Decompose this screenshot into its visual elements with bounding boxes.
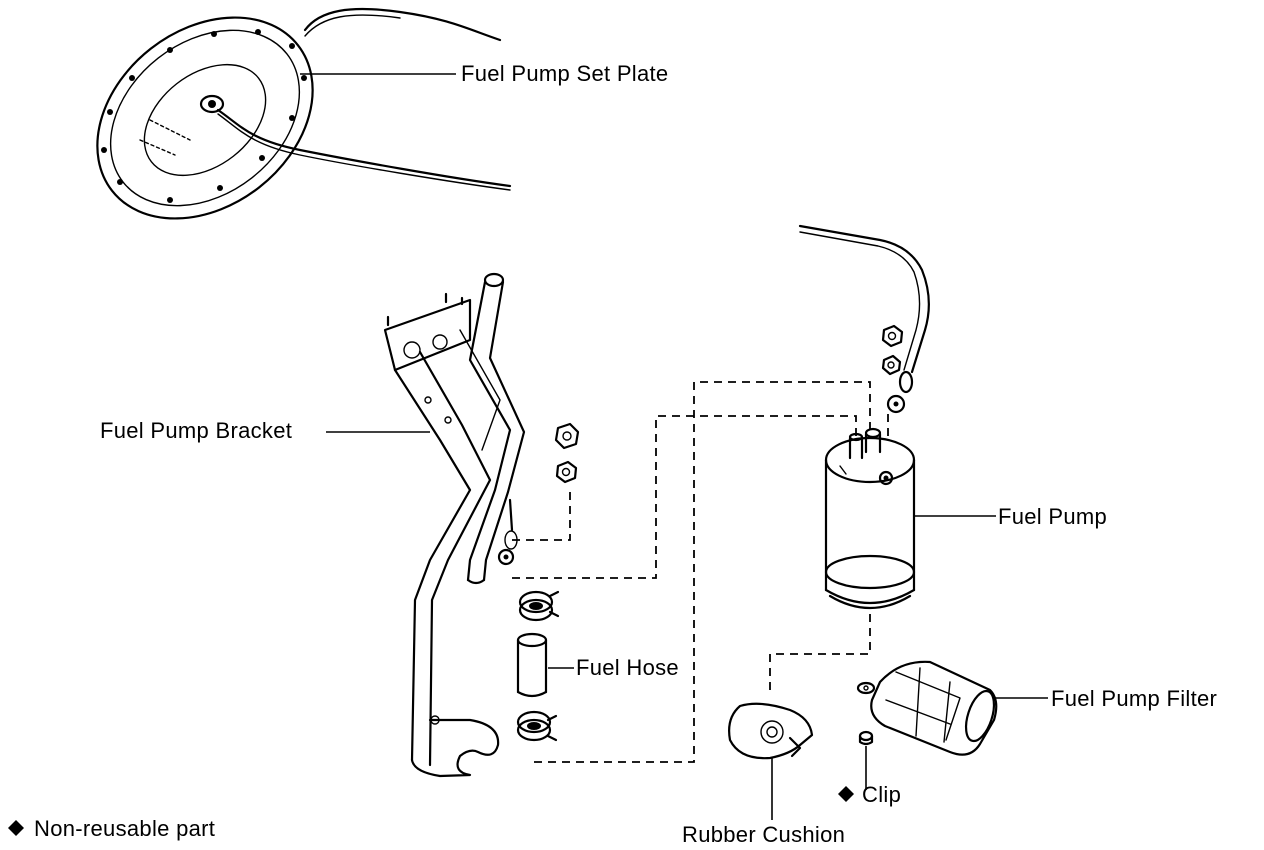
- nut-pump-upper: [881, 324, 904, 348]
- label-clip: Clip: [862, 782, 902, 807]
- assembly-line-hose: [534, 381, 871, 763]
- nut-upper-left: [554, 422, 580, 450]
- hose-clamp-lower: [516, 710, 558, 742]
- assembly-line-nut: [512, 488, 571, 541]
- fuel-pump-filter: [856, 660, 998, 756]
- nut-lower-left: [555, 460, 578, 484]
- nut-pump-lower: [881, 354, 902, 376]
- hose-clamp-upper: [518, 590, 560, 622]
- clip-diamond-icon: [838, 786, 854, 802]
- fuel-pump: [824, 427, 916, 610]
- fuel-pump-set-plate: [96, 7, 512, 220]
- label-fuel-pump-filter: Fuel Pump Filter: [1051, 686, 1218, 711]
- fuel-hose: [516, 632, 548, 698]
- label-fuel-pump: Fuel Pump: [998, 504, 1108, 529]
- label-fuel-pump-set-plate: Fuel Pump Set Plate: [461, 61, 669, 86]
- label-fuel-hose: Fuel Hose: [576, 655, 679, 680]
- label-rubber-cushion: Rubber Cushion: [682, 822, 846, 847]
- assembly-line-terminal: [512, 415, 857, 579]
- clip-part: [858, 730, 874, 746]
- label-fuel-pump-bracket: Fuel Pump Bracket: [100, 418, 293, 443]
- legend-diamond-icon: [8, 820, 24, 836]
- pump-wire: [798, 224, 930, 414]
- rubber-cushion: [728, 702, 814, 760]
- legend-text: Non-reusable part: [34, 816, 216, 841]
- assembly-line-cushion: [769, 612, 871, 690]
- fuel-pump-bracket: [383, 272, 526, 778]
